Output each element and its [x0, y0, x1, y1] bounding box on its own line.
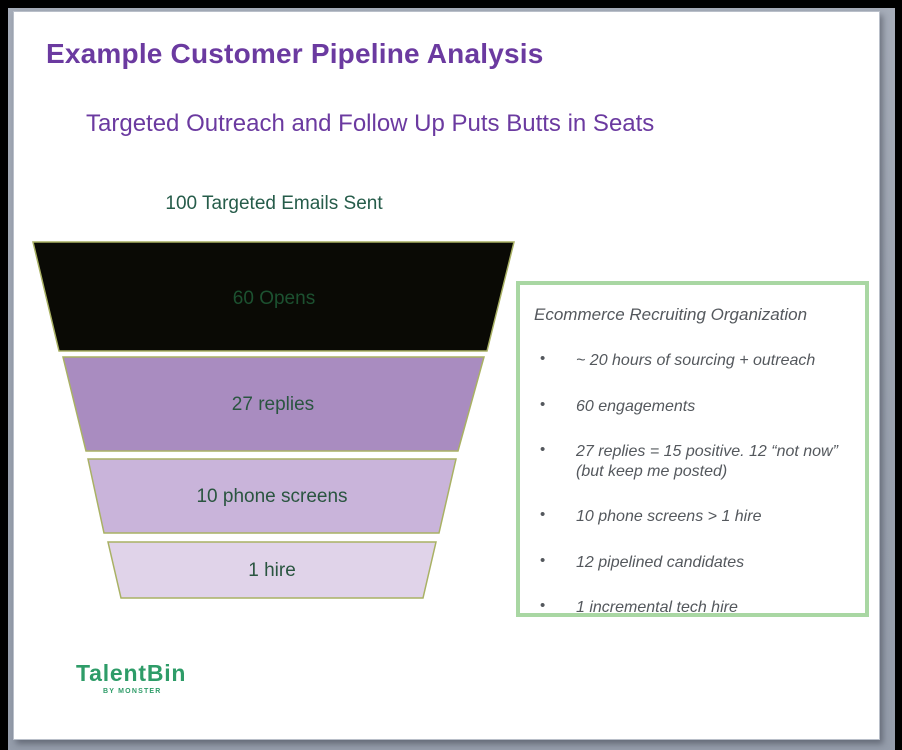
callout-bullet: 27 replies = 15 positive. 12 “not now” (… — [534, 441, 851, 481]
funnel-stage-opens — [32, 241, 515, 352]
slide-title: Example Customer Pipeline Analysis — [46, 38, 544, 69]
callout-bullet: 12 pipelined candidates — [534, 552, 851, 573]
callout-bullet: 1 incremental tech hire — [534, 597, 851, 618]
funnel-label-replies: 27 replies — [232, 394, 314, 415]
funnel-stage-phone-screens — [87, 458, 457, 534]
presentation-canvas: Example Customer Pipeline Analysis Targe… — [8, 8, 895, 750]
callout-bullet-list: ~ 20 hours of sourcing + outreach 60 eng… — [534, 350, 851, 618]
slide-subtitle: Targeted Outreach and Follow Up Puts But… — [86, 110, 655, 137]
funnel-label-hire: 1 hire — [248, 560, 296, 581]
callout-bullet: ~ 20 hours of sourcing + outreach — [534, 350, 851, 371]
funnel-chart: 60 Opens 27 replies 10 phone screens 1 h… — [32, 241, 515, 599]
funnel-top-label: 100 Targeted Emails Sent — [165, 193, 383, 214]
summary-callout-box: Ecommerce Recruiting Organization ~ 20 h… — [516, 281, 869, 617]
callout-title: Ecommerce Recruiting Organization — [534, 305, 808, 324]
talentbin-logo: TalentBin BY MONSTER — [76, 660, 186, 695]
funnel-stage-hire — [107, 541, 437, 599]
slide: Example Customer Pipeline Analysis Targe… — [13, 11, 880, 740]
funnel-label-phone-screens: 10 phone screens — [196, 486, 347, 507]
callout-bullet: 60 engagements — [534, 396, 851, 417]
funnel-stage-replies — [62, 356, 485, 452]
talentbin-logo-tagline: BY MONSTER — [103, 688, 162, 695]
talentbin-logo-name: TalentBin — [76, 660, 187, 686]
callout-bullet: 10 phone screens > 1 hire — [534, 506, 851, 527]
funnel-label-opens: 60 Opens — [233, 288, 315, 309]
